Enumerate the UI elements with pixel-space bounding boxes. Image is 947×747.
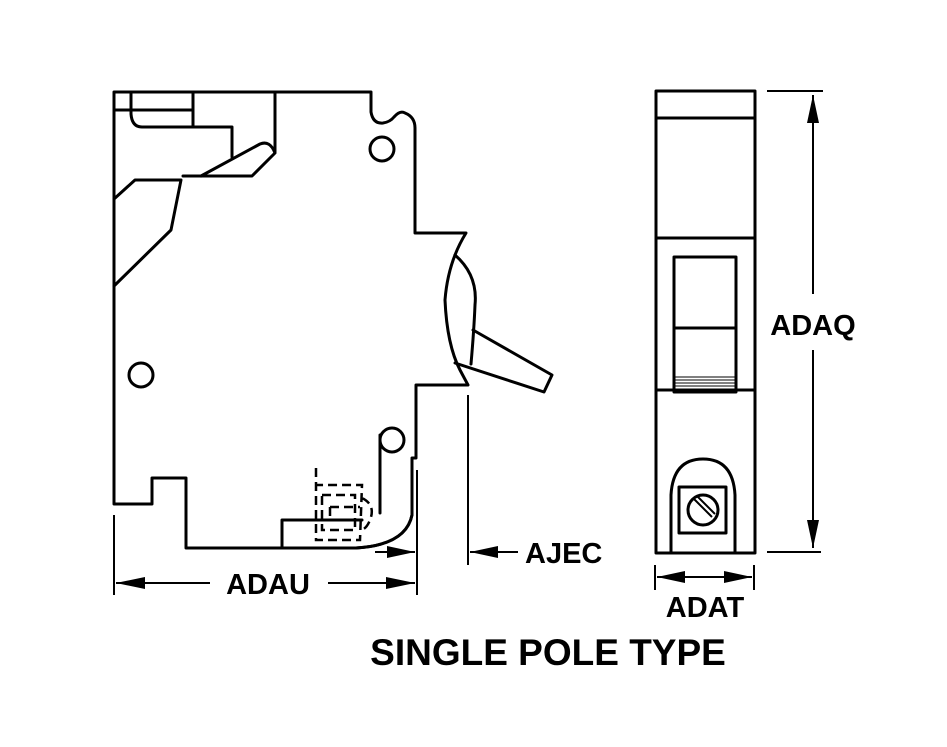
terminal-hidden-lines	[314, 468, 373, 542]
toggle-window	[672, 255, 738, 394]
dimension-label-ajec: AJEC	[525, 538, 602, 570]
terminal-square	[677, 485, 728, 535]
front-view-outline	[654, 89, 757, 555]
dimension-label-adat: ADAT	[666, 592, 745, 624]
dimension-label-adaq: ADAQ	[770, 310, 855, 342]
dimension-adat: ADAT	[654, 565, 755, 624]
toggle-lever	[453, 328, 554, 394]
dimension-label-adau: ADAU	[226, 569, 310, 601]
mounting-hole-top	[368, 135, 396, 163]
toggle-hub	[453, 253, 477, 366]
side-view	[112, 90, 554, 550]
side-view-outline	[112, 90, 470, 550]
dimension-ajec: AJEC	[467, 395, 602, 570]
dimension-adaq: ADAQ	[767, 90, 856, 553]
screw-icon	[686, 493, 720, 527]
diagram-title: SINGLE POLE TYPE	[370, 632, 726, 673]
terminal-arch	[669, 457, 737, 555]
top-inner-lines	[112, 90, 277, 288]
toggle-grip-lines	[675, 376, 735, 390]
dimension-adau: ADAU	[113, 470, 418, 601]
mounting-hole-bottom	[378, 426, 406, 454]
front-view	[654, 89, 757, 555]
mounting-hole-left	[127, 361, 155, 389]
